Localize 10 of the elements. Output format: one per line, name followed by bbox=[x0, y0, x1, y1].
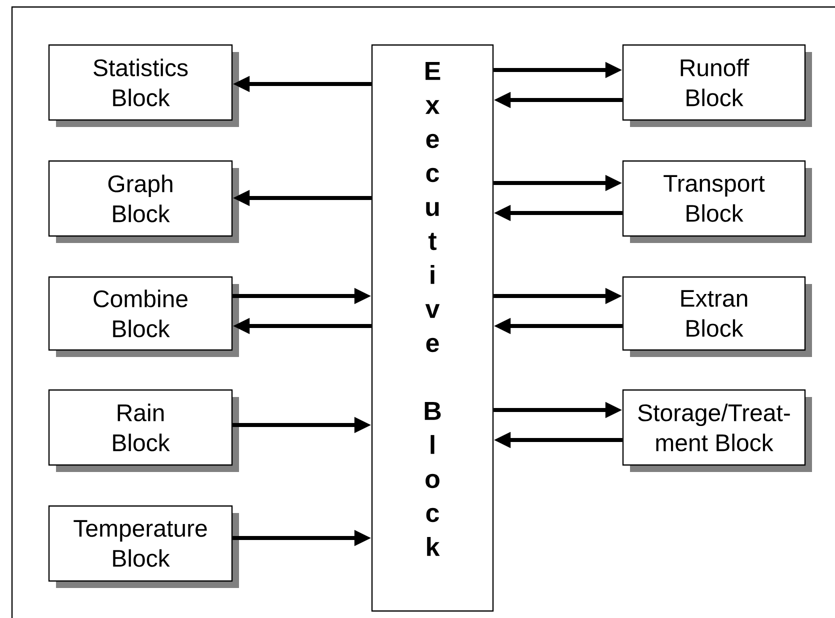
block-box: Graph Block bbox=[48, 160, 239, 243]
block-box: Runoff Block bbox=[622, 44, 812, 127]
block-box: Rain Block bbox=[48, 389, 239, 472]
block-box: Extran Block bbox=[622, 276, 812, 357]
block-box: Combine Block bbox=[48, 276, 239, 357]
block-box: Transport Block bbox=[622, 160, 812, 243]
block-box: Storage/Treat-ment Block bbox=[622, 389, 812, 472]
executive-box: Executive Block bbox=[371, 44, 494, 612]
block-box: Statistics Block bbox=[48, 44, 239, 127]
block-box: Temperature Block bbox=[48, 505, 239, 588]
